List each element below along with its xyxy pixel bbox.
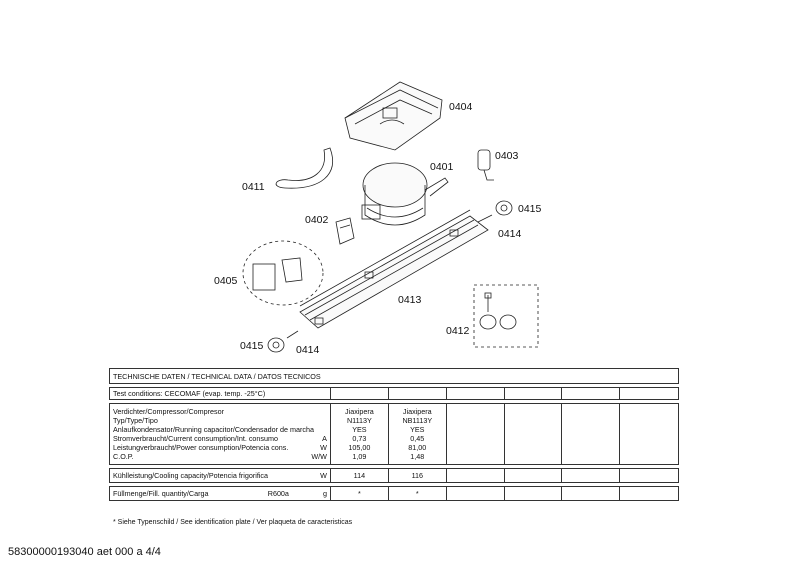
grommet-part-0415-lower <box>267 337 285 353</box>
part-label: 0401 <box>430 161 454 173</box>
part-label: 0404 <box>449 101 473 113</box>
fill-value-2: * <box>387 486 447 501</box>
part-label: 0413 <box>398 294 422 306</box>
test-conditions: Test conditions: CECOMAF (evap. temp. -2… <box>109 387 331 400</box>
capacitor-group-0405 <box>242 240 324 306</box>
technical-data-table: TECHNISCHE DATEN / TECHNICAL DATA / DATO… <box>109 368 679 501</box>
relay-part-0402 <box>335 217 355 245</box>
part-label: 0405 <box>214 275 238 287</box>
bushing-part-0414-upper <box>477 214 493 223</box>
grommet-part-0415-upper <box>495 200 513 216</box>
cooling-value-1: 114 <box>329 468 389 483</box>
part-label: 0415 <box>518 203 542 215</box>
refrigerant-name: R600a <box>267 489 289 498</box>
mounting-kit-0412 <box>473 284 539 348</box>
footnote: * Siehe Typenschild / See identification… <box>113 519 353 526</box>
fill-value-1: * <box>329 486 389 501</box>
spec-label: Stromverbraucht/Current consumption/Int.… <box>113 434 278 443</box>
compressor-part-0401 <box>361 162 449 226</box>
part-label: 0403 <box>495 150 519 162</box>
spec-label: Verdichter/Compressor/Compresor <box>113 407 225 416</box>
spec-column-1: Jiaxipera N1113Y YES 0,73 105,00 1,09 <box>329 403 389 465</box>
part-label: 0412 <box>446 325 470 337</box>
spec-unit: A <box>322 434 327 443</box>
spec-label: Typ/Type/Tipo <box>113 416 158 425</box>
spec-label: Anlaufkondensator/Running capacitor/Cond… <box>113 425 314 434</box>
cooling-unit: W <box>320 471 327 480</box>
cooling-value-2: 116 <box>387 468 447 483</box>
spec-label: Leistungverbraucht/Power consumption/Pot… <box>113 443 289 452</box>
part-label: 0415 <box>240 340 264 352</box>
part-label: 0414 <box>498 228 522 240</box>
part-label: 0402 <box>305 214 329 226</box>
spec-column-2: Jiaxipera NB1113Y YES 0,45 81,00 1,48 <box>387 403 447 465</box>
hose-part-0411 <box>275 147 333 189</box>
parts-diagram <box>242 81 539 353</box>
spec-unit: W/W <box>311 452 327 461</box>
spec-unit: W <box>320 443 327 452</box>
cover-part-0404 <box>344 81 443 151</box>
bushing-part-0414-lower <box>286 330 299 339</box>
cooling-capacity-label: Kühlleistung/Cooling capacity/Potencia f… <box>109 468 331 483</box>
filter-part-0403 <box>477 149 494 181</box>
fill-unit: g <box>322 489 327 498</box>
table-header: TECHNISCHE DATEN / TECHNICAL DATA / DATO… <box>109 368 679 384</box>
compressor-specs-labels: Verdichter/Compressor/Compresor Typ/Type… <box>109 403 331 465</box>
document-id: 58300000193040 aet 000 a 4/4 <box>8 546 161 558</box>
spec-label: C.O.P. <box>113 452 134 461</box>
part-label: 0414 <box>296 344 320 356</box>
part-label: 0411 <box>242 181 265 193</box>
rail-part-0413 <box>299 209 489 329</box>
